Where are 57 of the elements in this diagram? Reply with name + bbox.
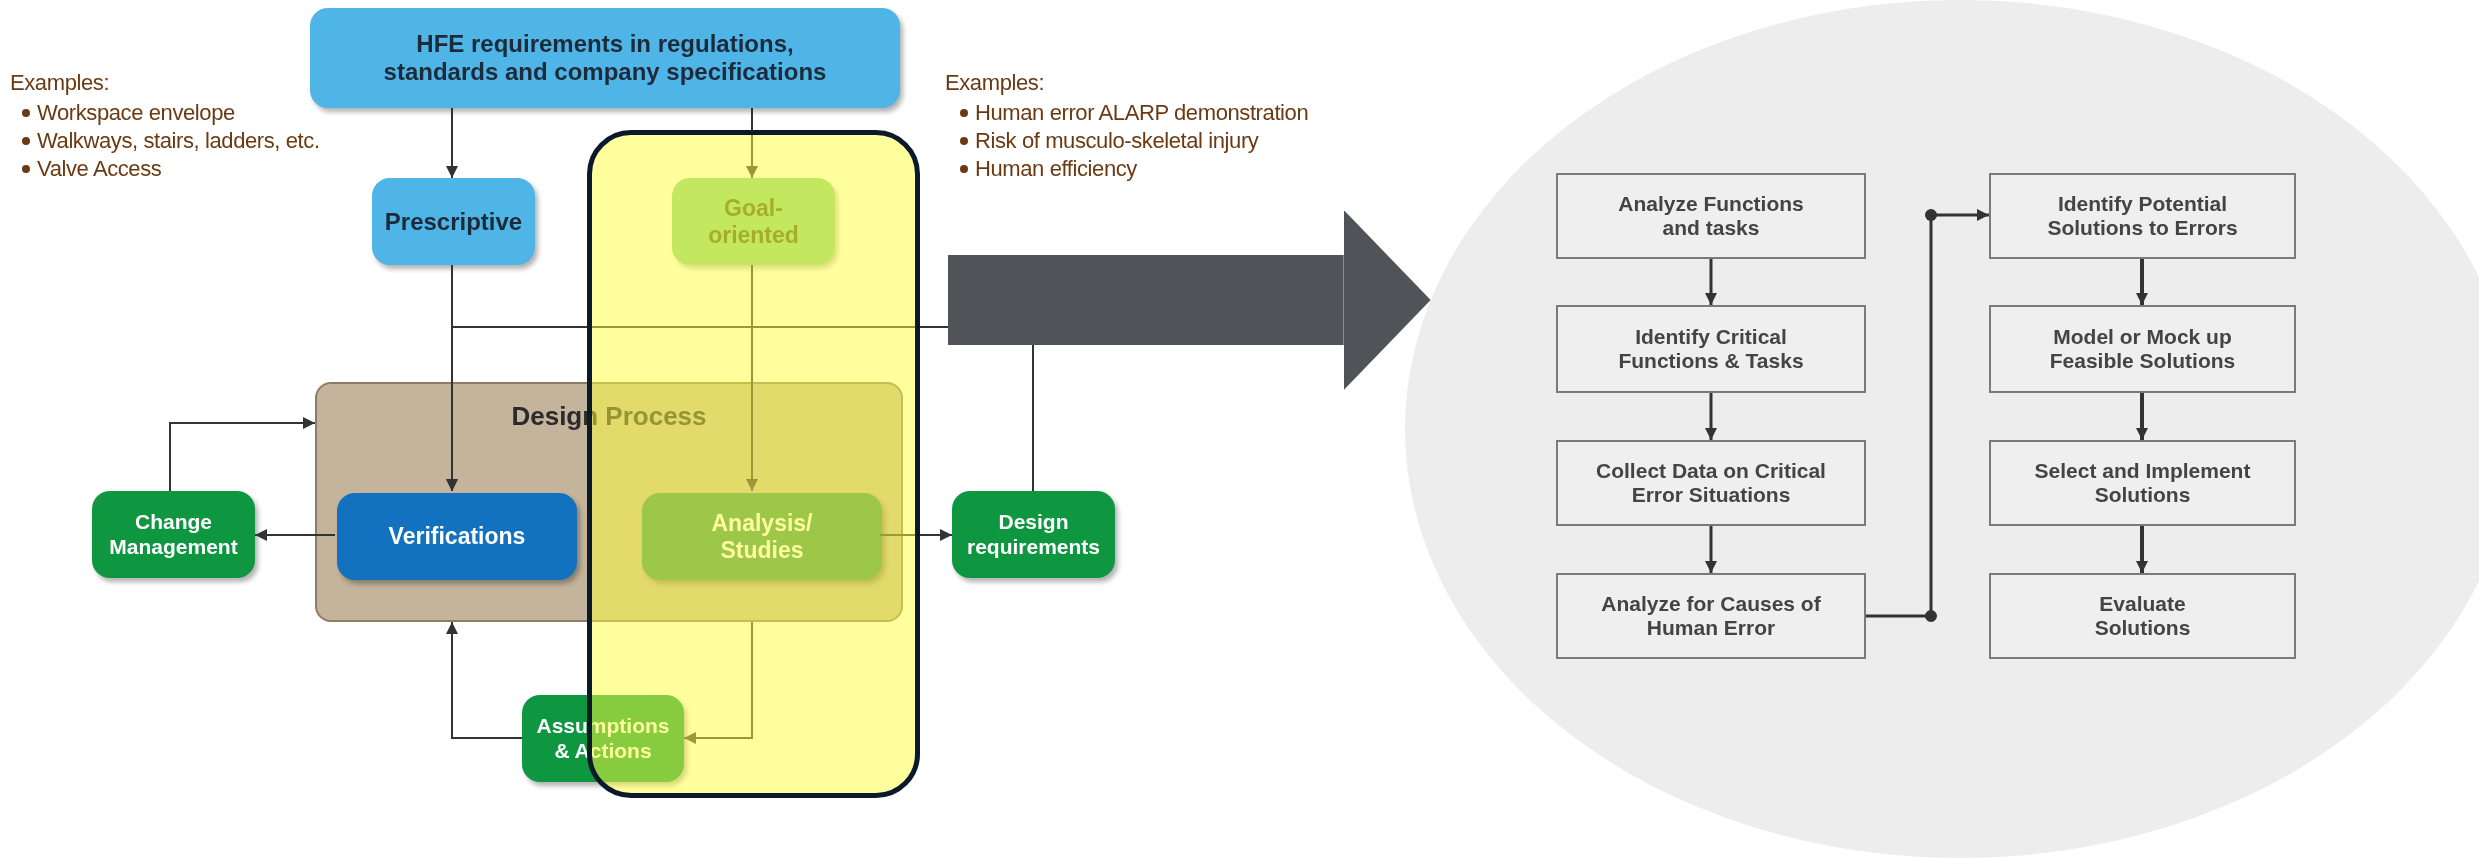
arrow	[1866, 209, 1989, 622]
process-box	[1989, 173, 2296, 259]
box-label: Analysis/ Studies	[710, 510, 814, 563]
arrow	[2136, 259, 2148, 305]
process-box	[1556, 305, 1866, 393]
examples-heading: Examples:	[10, 70, 110, 96]
arrow	[879, 529, 953, 541]
process-box	[1989, 305, 2296, 393]
process-box	[372, 178, 535, 265]
arrow	[254, 529, 336, 541]
bullet-text: Workspace envelope	[37, 100, 235, 126]
bullet-text: Valve Access	[37, 156, 162, 182]
bullet-text: Human error ALARP demonstration	[975, 100, 1309, 126]
box-label: Design requirements	[965, 510, 1101, 559]
box-label: HFE requirements in regulations, standards and company specifications	[382, 30, 828, 86]
arrow	[1705, 526, 1717, 573]
arrow	[446, 621, 523, 739]
arrow	[1705, 259, 1717, 305]
block-arrow	[948, 210, 1431, 390]
process-box	[1556, 440, 1866, 526]
arrow	[169, 417, 316, 492]
arrow	[1705, 393, 1717, 440]
process-box	[337, 493, 577, 580]
box-label: Collect Data on Critical Error Situations	[1595, 458, 1827, 508]
process-box	[92, 491, 255, 578]
box-label: Identify Potential Solutions to Errors	[2046, 191, 2239, 241]
examples-heading: Examples:	[945, 70, 1045, 96]
bullet-text: Risk of musculo-skeletal injury	[975, 128, 1259, 154]
process-box	[1556, 573, 1866, 659]
ellipse-background	[1405, 0, 2479, 858]
group-container	[315, 382, 903, 622]
box-label: Change Management	[108, 510, 239, 559]
box-label: Analyze Functions and tasks	[1617, 191, 1805, 241]
process-box	[1989, 440, 2296, 526]
arrow	[683, 621, 753, 744]
requirements-box	[310, 8, 900, 108]
arrow	[2136, 526, 2148, 573]
box-label: Goal-oriented	[707, 195, 800, 248]
box-label: Analyze for Causes of Human Error	[1601, 591, 1821, 641]
arrow	[2136, 393, 2148, 440]
box-label: Model or Mock up Feasible Solutions	[2048, 324, 2237, 374]
box-label: Prescriptive	[384, 207, 523, 236]
process-box	[1556, 173, 1866, 259]
arrow	[446, 107, 458, 179]
box-label: Evaluate Solutions	[2093, 591, 2192, 641]
box-label: Verifications	[388, 523, 526, 550]
arrow	[446, 326, 1034, 492]
box-label: Identify Critical Functions & Tasks	[1617, 324, 1805, 374]
box-label: Select and Implement Solutions	[2033, 458, 2252, 508]
bullet-text: Walkways, stairs, ladders, etc.	[37, 128, 320, 154]
process-box	[952, 491, 1115, 578]
process-box	[672, 178, 835, 265]
process-box	[642, 493, 882, 580]
bullet-text: Human efficiency	[975, 156, 1137, 182]
arrow	[746, 264, 758, 492]
arrow	[746, 107, 758, 179]
process-box	[1989, 573, 2296, 659]
